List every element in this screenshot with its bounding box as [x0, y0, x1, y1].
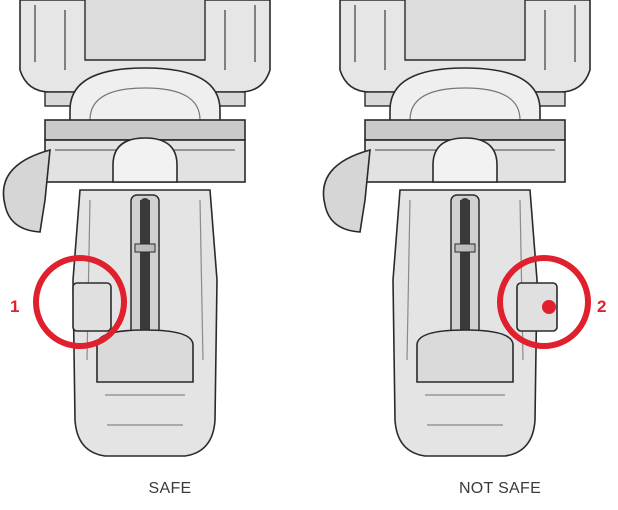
- caption-not-safe: NOT SAFE: [458, 480, 542, 497]
- marker-number-2: 2: [597, 297, 607, 316]
- tool-illustration-not-safe: [322, 0, 591, 457]
- tool-illustration-safe: [2, 0, 271, 457]
- caption-safe: SAFE: [148, 480, 192, 497]
- highlight-ring-2: [497, 255, 591, 349]
- red-indicator-dot: [542, 300, 556, 314]
- marker-number-1: 1: [10, 297, 20, 316]
- highlight-ring-1: [33, 255, 127, 349]
- safety-switch: [72, 282, 112, 332]
- safety-switch: [516, 282, 558, 332]
